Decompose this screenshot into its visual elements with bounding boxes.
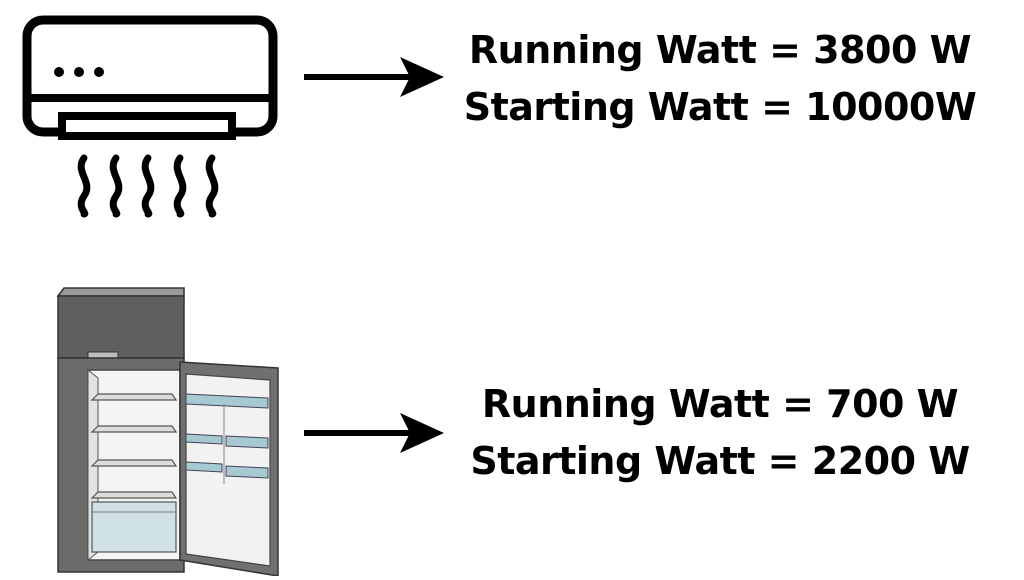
air-conditioner-icon <box>18 14 282 220</box>
running-watt-label: Running Watt = 700 W <box>481 382 959 426</box>
starting-watt-label: Starting Watt = 10000W <box>463 85 977 129</box>
starting-watt-label: Starting Watt = 2200 W <box>470 439 970 483</box>
arrow-right-icon <box>302 408 446 458</box>
ac-wattage-spec: Running Watt = 3800 W Starting Watt = 10… <box>440 22 1000 136</box>
refrigerator-icon <box>52 284 284 577</box>
running-watt-label: Running Watt = 3800 W <box>468 28 972 72</box>
arrow-right-icon <box>302 52 446 102</box>
fridge-wattage-spec: Running Watt = 700 W Starting Watt = 220… <box>440 376 1000 490</box>
